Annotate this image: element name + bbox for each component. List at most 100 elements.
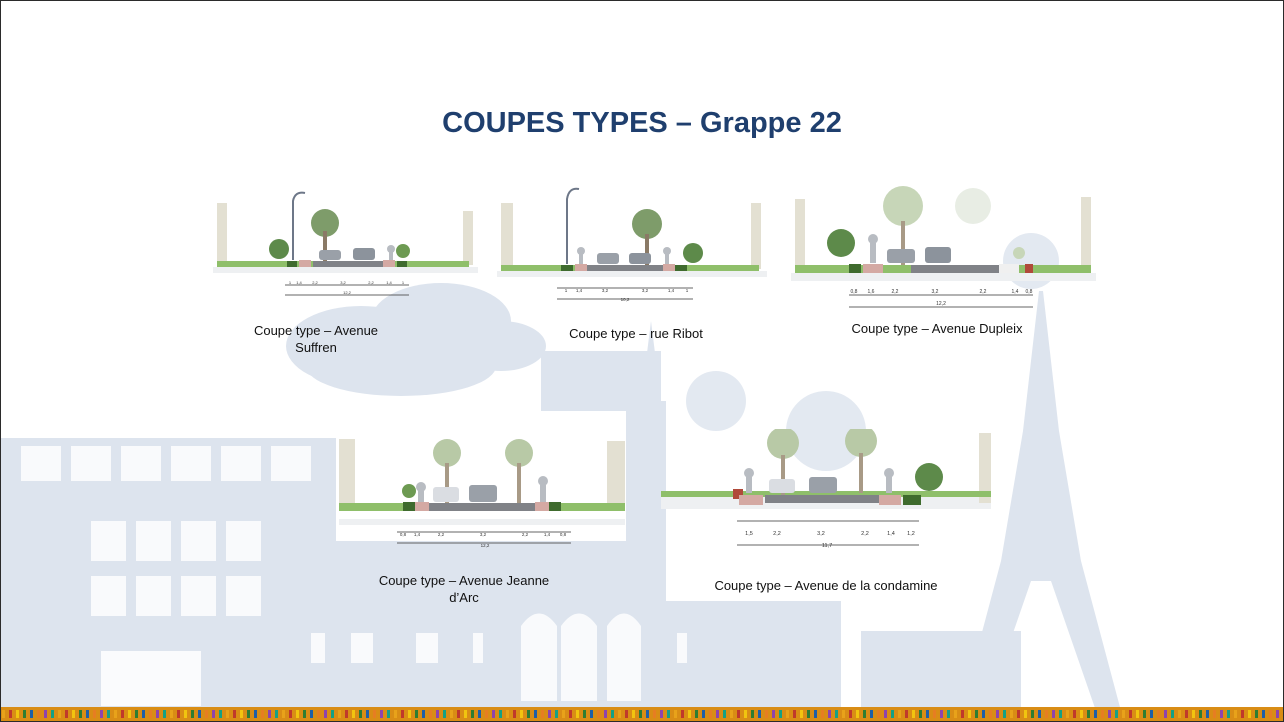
stripe-segment xyxy=(1241,710,1244,718)
stripe-segment xyxy=(478,710,481,718)
dim-label: 3,2 xyxy=(340,280,346,285)
dim-label: 1,4 xyxy=(544,532,551,537)
stripe-segment xyxy=(940,710,943,718)
caption-avenue-dupleix: Coupe type – Avenue Dupleix xyxy=(817,320,1057,337)
stripe-segment xyxy=(660,710,663,718)
stripe-segment xyxy=(240,710,243,718)
stripe-segment xyxy=(856,710,859,718)
stripe-segment xyxy=(163,710,166,718)
stripe-segment xyxy=(842,710,845,718)
stripe-segment xyxy=(562,710,565,718)
stripe-segment xyxy=(79,710,82,718)
stripe-segment xyxy=(177,710,180,718)
caption-line: Suffren xyxy=(295,340,337,355)
stripe-segment xyxy=(898,710,901,718)
stripe-segment xyxy=(968,710,971,718)
stripe-segment xyxy=(863,710,866,718)
stripe-segment xyxy=(786,710,789,718)
dim-label: 3,2 xyxy=(932,289,939,295)
stripe-segment xyxy=(457,710,460,718)
stripe-segment xyxy=(394,710,397,718)
stripe-segment xyxy=(884,710,887,718)
stripe-segment xyxy=(961,710,964,718)
stripe-segment xyxy=(975,710,978,718)
dim-total: 11,7 xyxy=(822,543,832,549)
dimension-labels: 1 1,4 3,2 3,2 1,4 1 10,2 xyxy=(565,288,689,302)
dim-label: 2,2 xyxy=(892,289,899,295)
dim-label: 3,2 xyxy=(480,532,487,537)
dim-label: 1,4 xyxy=(414,532,421,537)
stripe-segment xyxy=(2,710,5,718)
stripe-segment xyxy=(695,710,698,718)
stripe-segment xyxy=(1206,710,1209,718)
dim-label: 1 xyxy=(686,288,689,293)
stripe-segment xyxy=(373,710,376,718)
dim-label: 3,2 xyxy=(642,288,649,293)
stripe-segment xyxy=(772,710,775,718)
stripe-segment xyxy=(527,710,530,718)
stripe-segment xyxy=(590,710,593,718)
stripe-segment xyxy=(1248,710,1251,718)
stripe-segment xyxy=(142,710,145,718)
stripe-segment xyxy=(1038,710,1041,718)
stripe-segment xyxy=(135,710,138,718)
stripe-segment xyxy=(72,710,75,718)
stripe-segment xyxy=(1199,710,1202,718)
stripe-segment xyxy=(548,710,551,718)
stripe-segment xyxy=(86,710,89,718)
dim-label: 0,8 xyxy=(1026,289,1033,295)
stripe-segment xyxy=(1262,710,1265,718)
stripe-segment xyxy=(289,710,292,718)
section-drawing: 1 1,4 2,2 3,2 2,2 1,4 1 12,2 xyxy=(213,191,478,296)
stripe-segment xyxy=(1150,710,1153,718)
stripe-segment xyxy=(807,710,810,718)
stripe-segment xyxy=(1094,710,1097,718)
stripe-segment xyxy=(688,710,691,718)
stripe-segment xyxy=(331,710,334,718)
dim-label: 2,2 xyxy=(368,280,374,285)
dim-label: 1,4 xyxy=(386,280,392,285)
stripe-segment xyxy=(744,710,747,718)
dim-label: 1,4 xyxy=(576,288,583,293)
stripe-segment xyxy=(849,710,852,718)
stripe-segment xyxy=(576,710,579,718)
stripe-segment xyxy=(499,710,502,718)
stripe-segment xyxy=(1220,710,1223,718)
stripe-segment xyxy=(520,710,523,718)
stripe-segment xyxy=(751,710,754,718)
stripe-segment xyxy=(1143,710,1146,718)
stripe-segment xyxy=(1024,710,1027,718)
dim-label: 1,4 xyxy=(668,288,675,293)
stripe-segment xyxy=(100,710,103,718)
caption-rue-ribot: Coupe type – rue Ribot xyxy=(531,325,741,342)
stripe-segment xyxy=(450,710,453,718)
stripe-segment xyxy=(184,710,187,718)
street-section-rue-ribot: 1 1,4 3,2 3,2 1,4 1 10,2 xyxy=(497,179,767,304)
stripe-segment xyxy=(954,710,957,718)
stripe-segment xyxy=(338,710,341,718)
stripe-segment xyxy=(310,710,313,718)
stripe-segment xyxy=(653,710,656,718)
dim-label: 1,4 xyxy=(1012,289,1019,295)
stripe-segment xyxy=(1157,710,1160,718)
dim-label: 1,5 xyxy=(745,531,753,537)
stripe-segment xyxy=(625,710,628,718)
stripe-segment xyxy=(1066,710,1069,718)
stripe-segment xyxy=(1010,710,1013,718)
stripe-segment xyxy=(233,710,236,718)
stripe-segment xyxy=(415,710,418,718)
stripe-segment xyxy=(702,710,705,718)
dim-label: 0,8 xyxy=(851,289,858,295)
stripe-segment xyxy=(793,710,796,718)
stripe-segment xyxy=(198,710,201,718)
dim-label: 3,2 xyxy=(817,531,825,537)
dim-label: 1,4 xyxy=(296,280,302,285)
stripe-segment xyxy=(639,710,642,718)
stripe-segment xyxy=(534,710,537,718)
section-drawing: 1,5 2,2 3,2 2,2 1,4 1,2 11,7 xyxy=(661,429,991,549)
caption-avenue-de-la-condamine: Coupe type – Avenue de la condamine xyxy=(661,577,991,594)
stripe-segment xyxy=(597,710,600,718)
stripe-segment xyxy=(401,710,404,718)
caption-line: Coupe type – rue Ribot xyxy=(569,326,703,341)
stripe-segment xyxy=(303,710,306,718)
